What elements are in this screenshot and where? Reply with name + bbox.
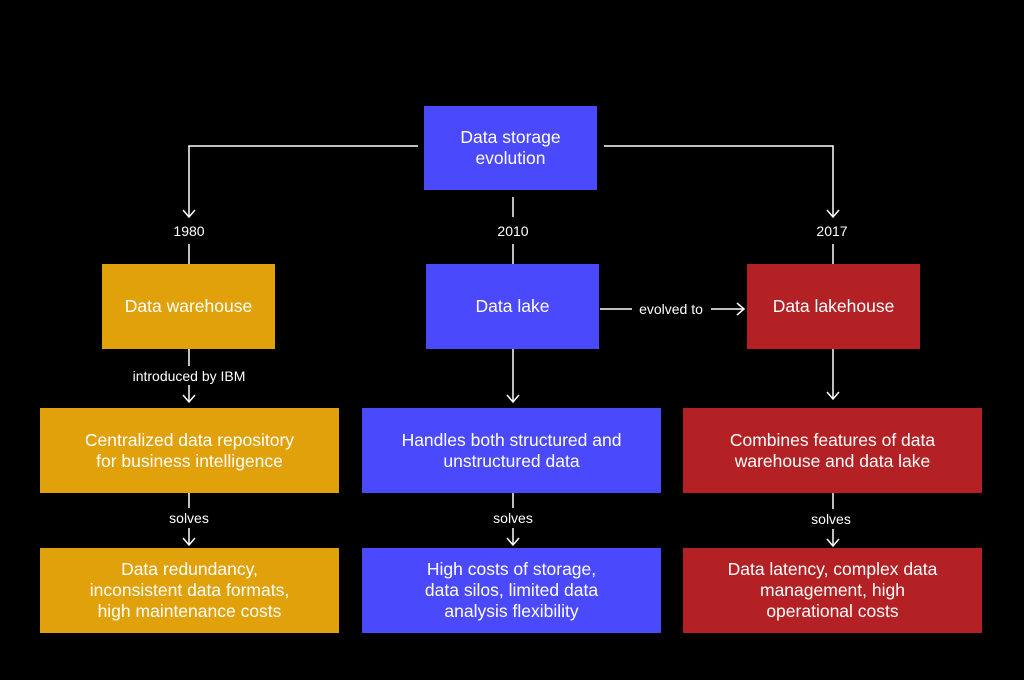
year-label-2017: 2017 (814, 223, 850, 239)
node-lake-problems: High costs of storage, data silos, limit… (362, 548, 661, 633)
node-lakehouse-problems: Data latency, complex data management, h… (683, 548, 982, 633)
arrowhead-lake-problems (506, 537, 520, 547)
edge-label-introduced-by-ibm: introduced by IBM (130, 368, 248, 384)
node-data-warehouse: Data warehouse (102, 264, 275, 349)
edge-label-solves-lake: solves (491, 510, 535, 526)
arrowhead-lakehouse-problems (826, 538, 840, 548)
year-label-1980: 1980 (171, 223, 207, 239)
node-data-lake: Data lake (426, 264, 599, 349)
node-lakehouse-description: Combines features of data warehouse and … (683, 408, 982, 493)
arrowhead-lakehouse-year (826, 209, 840, 219)
connector-root-to-lakehouse (604, 145, 834, 216)
connector-root-to-warehouse (188, 145, 418, 216)
arrowhead-lakehouse-desc (826, 391, 840, 401)
edge-label-solves-warehouse: solves (167, 510, 211, 526)
arrowhead-warehouse-problems (182, 537, 196, 547)
year-label-2010: 2010 (495, 223, 531, 239)
arrowhead-warehouse-year (182, 209, 196, 219)
edge-label-evolved-to: evolved to (637, 301, 705, 317)
arrowhead-lakehouse (736, 302, 746, 316)
node-warehouse-problems: Data redundancy, inconsistent data forma… (40, 548, 339, 633)
arrowhead-warehouse-desc (182, 394, 196, 404)
node-lake-description: Handles both structured and unstructured… (362, 408, 661, 493)
node-warehouse-description: Centralized data repository for business… (40, 408, 339, 493)
node-data-storage-evolution: Data storage evolution (424, 106, 597, 190)
node-data-lakehouse: Data lakehouse (747, 264, 920, 349)
arrowhead-lake-desc (506, 394, 520, 404)
edge-label-solves-lakehouse: solves (809, 511, 853, 527)
